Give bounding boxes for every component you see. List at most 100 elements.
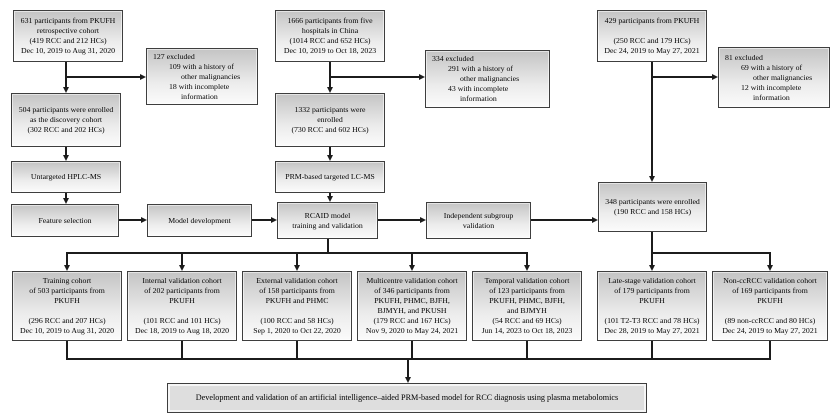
flow-line — [181, 341, 183, 360]
text-line: PRM-based targeted LC-MS — [285, 172, 375, 181]
text-line: information — [181, 91, 218, 101]
text-line: Nov 9, 2020 to May 24, 2021 — [365, 326, 459, 335]
text-line: Dec 24, 2019 to May 27, 2021 — [722, 326, 818, 335]
flow-line — [769, 341, 771, 360]
arrowhead-icon — [326, 155, 333, 161]
text-line: of 346 participants from — [374, 286, 450, 295]
flow-line — [329, 193, 331, 197]
text-line: BJMYH, and PKUSH — [377, 306, 447, 315]
text-line: of 169 participants from — [732, 286, 808, 295]
text-line: 429 participants from PKUFH — [604, 16, 700, 25]
text-line — [769, 306, 771, 316]
flow-line — [378, 219, 421, 221]
text-line: retrospective cohort — [36, 26, 100, 35]
box-348-enrolled: 348 participants were enrolled(190 RCC a… — [598, 182, 707, 232]
box-conclusion: Development and validation of an artific… — [167, 383, 647, 413]
text-line: RCAID model — [304, 210, 351, 220]
text-line: information — [460, 94, 497, 103]
text-line: 1332 participants were — [294, 105, 366, 114]
text-line: of 202 participants from — [144, 286, 220, 295]
text-line: (100 RCC and 58 HCs) — [260, 316, 334, 325]
flow-line — [651, 341, 653, 360]
text-line: Sep 1, 2020 to Oct 22, 2020 — [253, 326, 341, 335]
flow-line — [296, 341, 298, 360]
arrowhead-icon — [404, 377, 411, 383]
text-line: as the discovery cohort — [29, 115, 103, 124]
text-line: Non-ccRCC validation cohort — [723, 276, 817, 285]
text-line: 631 participants from PKUFH — [20, 16, 116, 25]
arrowhead-icon — [140, 73, 146, 80]
flow-line — [329, 62, 331, 88]
flow-line — [119, 219, 142, 221]
text-line: 348 participants were enrolled — [605, 197, 700, 206]
text-line: 43 with incomplete — [448, 84, 509, 93]
flow-line — [66, 252, 528, 254]
text-line: External validation cohort — [256, 276, 338, 285]
text-line: Dec 10, 2019 to Aug 31, 2020 — [20, 326, 114, 335]
text-line: (296 RCC and 207 HCs) — [28, 316, 106, 325]
text-line: (179 RCC and 167 HCs) — [373, 316, 451, 325]
text-line: Late-stage validation cohort — [608, 276, 696, 285]
text-line: Feature selection — [38, 215, 92, 225]
text-line: validation — [462, 220, 495, 230]
text-line: (419 RCC and 212 HCs) — [29, 36, 107, 45]
arrowhead-icon — [326, 196, 333, 202]
text-line: (89 non-ccRCC and 80 HCs) — [724, 316, 816, 325]
text-line: 504 participants were enrolled — [18, 105, 114, 114]
text-line: enrolled — [317, 115, 343, 124]
box-prm-targeted-lc-ms: PRM-based targeted LC-MS — [275, 161, 385, 193]
text-line: (250 RCC and 179 HCs) — [613, 36, 691, 45]
text-line: 127 excluded — [153, 51, 195, 61]
text-line: of 179 participants from — [614, 286, 690, 295]
text-line: (190 RCC and 158 HCs) — [613, 207, 692, 216]
flow-line — [531, 219, 593, 221]
text-line: information — [753, 92, 790, 102]
text-line — [296, 306, 298, 316]
flow-line — [651, 252, 771, 254]
text-line: Multicentre validation cohort — [366, 276, 458, 285]
text-line: 12 with incomplete — [741, 82, 802, 92]
text-line: (54 RCC and 69 HCs) — [492, 316, 562, 325]
text-line: Dec 28, 2019 to May 27, 2021 — [604, 326, 700, 335]
flow-line — [327, 239, 329, 253]
text-line: Development and validation of an artific… — [195, 393, 619, 402]
box-feature-selection: Feature selection — [11, 204, 119, 237]
arrowhead-icon — [523, 265, 530, 271]
text-line — [651, 26, 653, 36]
text-line: PKUFH and PHMC — [265, 296, 329, 305]
flow-line — [66, 341, 68, 360]
text-line: Training cohort — [42, 276, 92, 285]
flow-line — [65, 193, 67, 199]
text-line: (302 RCC and 202 HCs) — [27, 125, 105, 134]
flow-line — [411, 341, 413, 360]
flow-line — [651, 232, 653, 253]
text-line: other malignancies — [460, 74, 520, 83]
flow-line — [66, 76, 141, 78]
text-line: Dec 10, 2019 to Aug 31, 2020 — [21, 46, 115, 55]
arrowhead-icon — [592, 216, 598, 223]
flow-line — [66, 253, 68, 266]
text-line: Model development — [168, 215, 231, 225]
text-line: 291 with a history of — [448, 64, 513, 73]
arrowhead-icon — [62, 87, 69, 93]
flow-line — [181, 253, 183, 266]
text-line: Independent subgroup — [443, 210, 514, 220]
flow-line — [526, 253, 528, 266]
flow-line — [769, 253, 771, 266]
flow-line — [652, 76, 713, 78]
arrowhead-icon — [648, 176, 655, 182]
text-line: PKUFH, PHMC, BJFH, — [374, 296, 450, 305]
